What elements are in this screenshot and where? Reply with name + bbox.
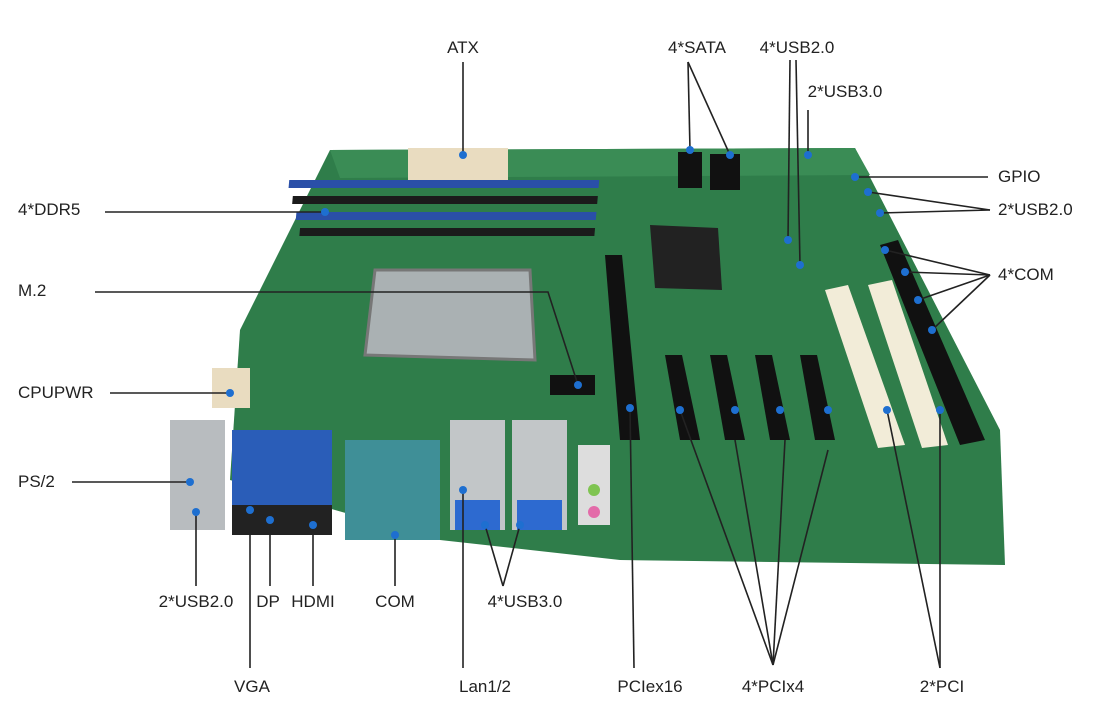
label-usb20-bottom: 2*USB2.0 — [158, 592, 234, 611]
label-dp: DP — [256, 592, 280, 611]
label-cpupwr: CPUPWR — [18, 383, 94, 402]
label-m2: M.2 — [18, 281, 47, 300]
chipset-heatsink — [650, 225, 722, 290]
atx-connector — [408, 148, 508, 180]
cpupwr-connector — [212, 368, 250, 408]
io-panel — [170, 420, 610, 540]
label-gpio: GPIO — [998, 167, 1041, 186]
label-pciex16: PCIex16 — [617, 677, 683, 696]
label-vga: VGA — [234, 677, 270, 696]
label-atx: ATX — [447, 38, 479, 57]
marker-dots — [186, 146, 944, 539]
label-usb20-right: 2*USB2.0 — [998, 200, 1073, 219]
label-ddr5: 4*DDR5 — [18, 200, 81, 219]
cpu-socket — [363, 268, 537, 362]
label-pci: 2*PCI — [919, 677, 965, 696]
pcix4-slots — [665, 355, 835, 440]
label-usb20-top: 4*USB2.0 — [759, 38, 835, 57]
label-ps2: PS/2 — [18, 472, 55, 491]
label-hdmi: HDMI — [291, 592, 335, 611]
label-usb30-top: 2*USB3.0 — [807, 82, 883, 101]
pciex16-slot — [605, 255, 640, 440]
ddr5-slots — [288, 180, 600, 236]
com-header-column — [880, 240, 985, 445]
label-lan: Lan1/2 — [459, 677, 511, 696]
sata-port — [710, 154, 740, 190]
m2-slot — [550, 375, 595, 395]
label-com-right: 4*COM — [998, 265, 1054, 284]
label-pcix4: 4*PCIx4 — [741, 677, 805, 696]
label-com-bottom: COM — [375, 592, 415, 611]
label-usb30-bottom: 4*USB3.0 — [487, 592, 563, 611]
leader-lines — [72, 59, 991, 669]
sata-port — [678, 152, 702, 188]
label-sata: 4*SATA — [668, 38, 726, 57]
